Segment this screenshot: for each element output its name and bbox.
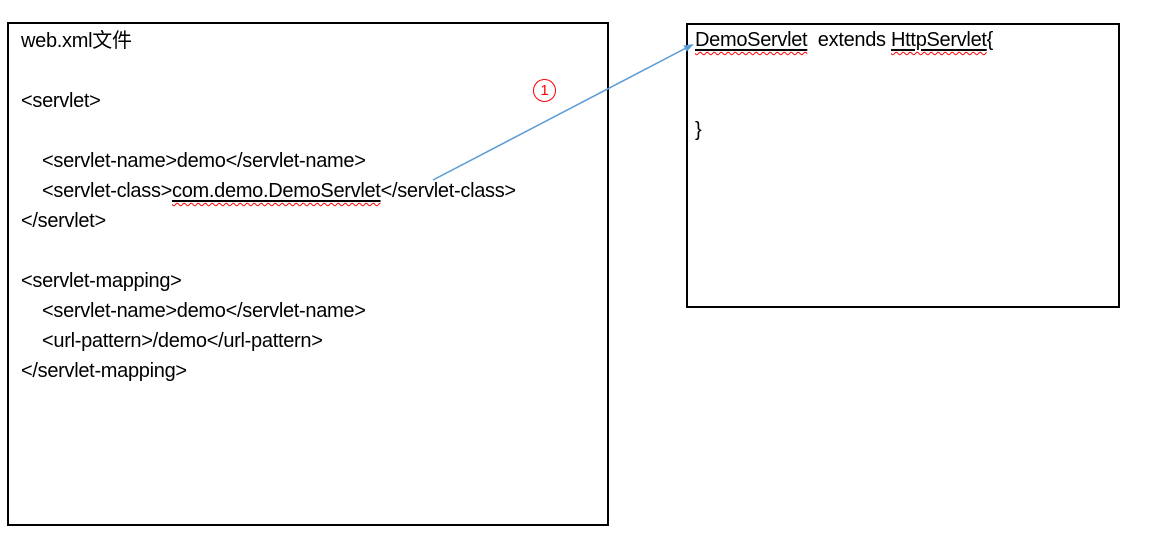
servlet-class-prefix: <servlet-class> bbox=[21, 180, 173, 202]
open-brace: { bbox=[986, 29, 994, 51]
webxml-box: web.xml文件 <servlet> <servlet-name>demo</… bbox=[7, 22, 609, 526]
blank-line bbox=[695, 85, 1118, 115]
servlet-mapping-close-line: </servlet-mapping> bbox=[21, 360, 187, 382]
servlet-class-line: <servlet-class>com.demo.DemoServlet</ser… bbox=[21, 176, 607, 206]
servlet-close-line: </servlet> bbox=[21, 210, 106, 232]
demoservlet-box: DemoServlet extends HttpServlet{ } bbox=[686, 23, 1120, 308]
url-pattern-line: <url-pattern>/demo</url-pattern> bbox=[21, 330, 323, 352]
blank-line bbox=[21, 236, 607, 266]
webxml-title: web.xml文件 bbox=[21, 30, 132, 52]
extends-keyword: extends bbox=[807, 29, 892, 51]
blank-line bbox=[695, 55, 1118, 85]
step-1-label: 1 bbox=[540, 82, 549, 99]
closing-brace-line: } bbox=[695, 119, 702, 141]
servlet-open-line: <servlet> bbox=[21, 90, 101, 112]
class-declaration-line: DemoServlet extends HttpServlet{ bbox=[695, 25, 1118, 55]
mapping-servlet-name-line: <servlet-name>demo</servlet-name> bbox=[21, 300, 366, 322]
class-name: DemoServlet bbox=[695, 29, 808, 51]
servlet-mapping-open-line: <servlet-mapping> bbox=[21, 270, 182, 292]
servlet-class-suffix: </servlet-class> bbox=[380, 180, 517, 202]
blank-line bbox=[21, 116, 607, 146]
superclass-name: HttpServlet bbox=[891, 29, 987, 51]
servlet-name-line: <servlet-name>demo</servlet-name> bbox=[21, 150, 366, 172]
step-1-badge: 1 bbox=[533, 79, 556, 102]
blank-line bbox=[21, 56, 607, 86]
servlet-class-value: com.demo.DemoServlet bbox=[172, 180, 381, 202]
